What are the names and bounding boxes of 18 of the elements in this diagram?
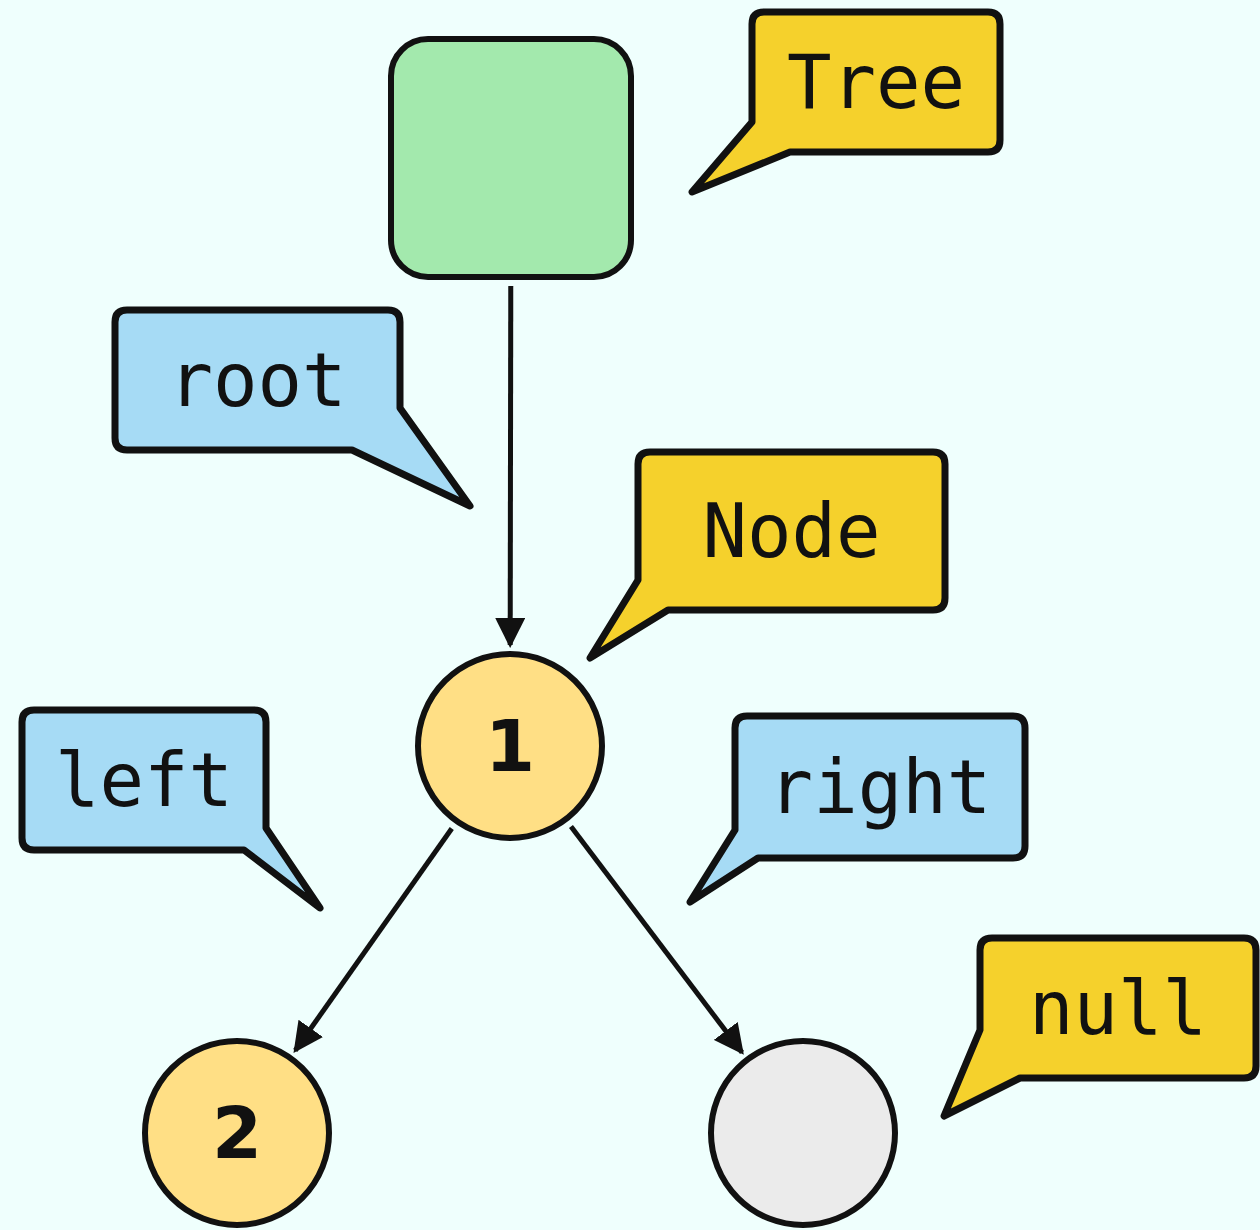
speech-bubble [586,448,949,662]
callout-text: right [768,744,992,830]
callout-text: left [54,737,234,823]
arrow [293,827,454,1053]
callout-text: Tree [786,39,966,125]
speech-bubble [688,8,1004,196]
speech-bubble [18,706,324,912]
speech-bubble [111,306,474,510]
speech-bubble [686,712,1029,906]
callout-text: Node [702,488,881,574]
speech-bubble [940,934,1260,1120]
arrow [495,286,526,648]
arrow [568,825,745,1055]
rounded-square [388,36,634,280]
callout-text: root [168,337,347,423]
node-number: 1 [484,704,536,788]
callout-text: null [1028,965,1208,1051]
node-number: 2 [211,1091,263,1175]
